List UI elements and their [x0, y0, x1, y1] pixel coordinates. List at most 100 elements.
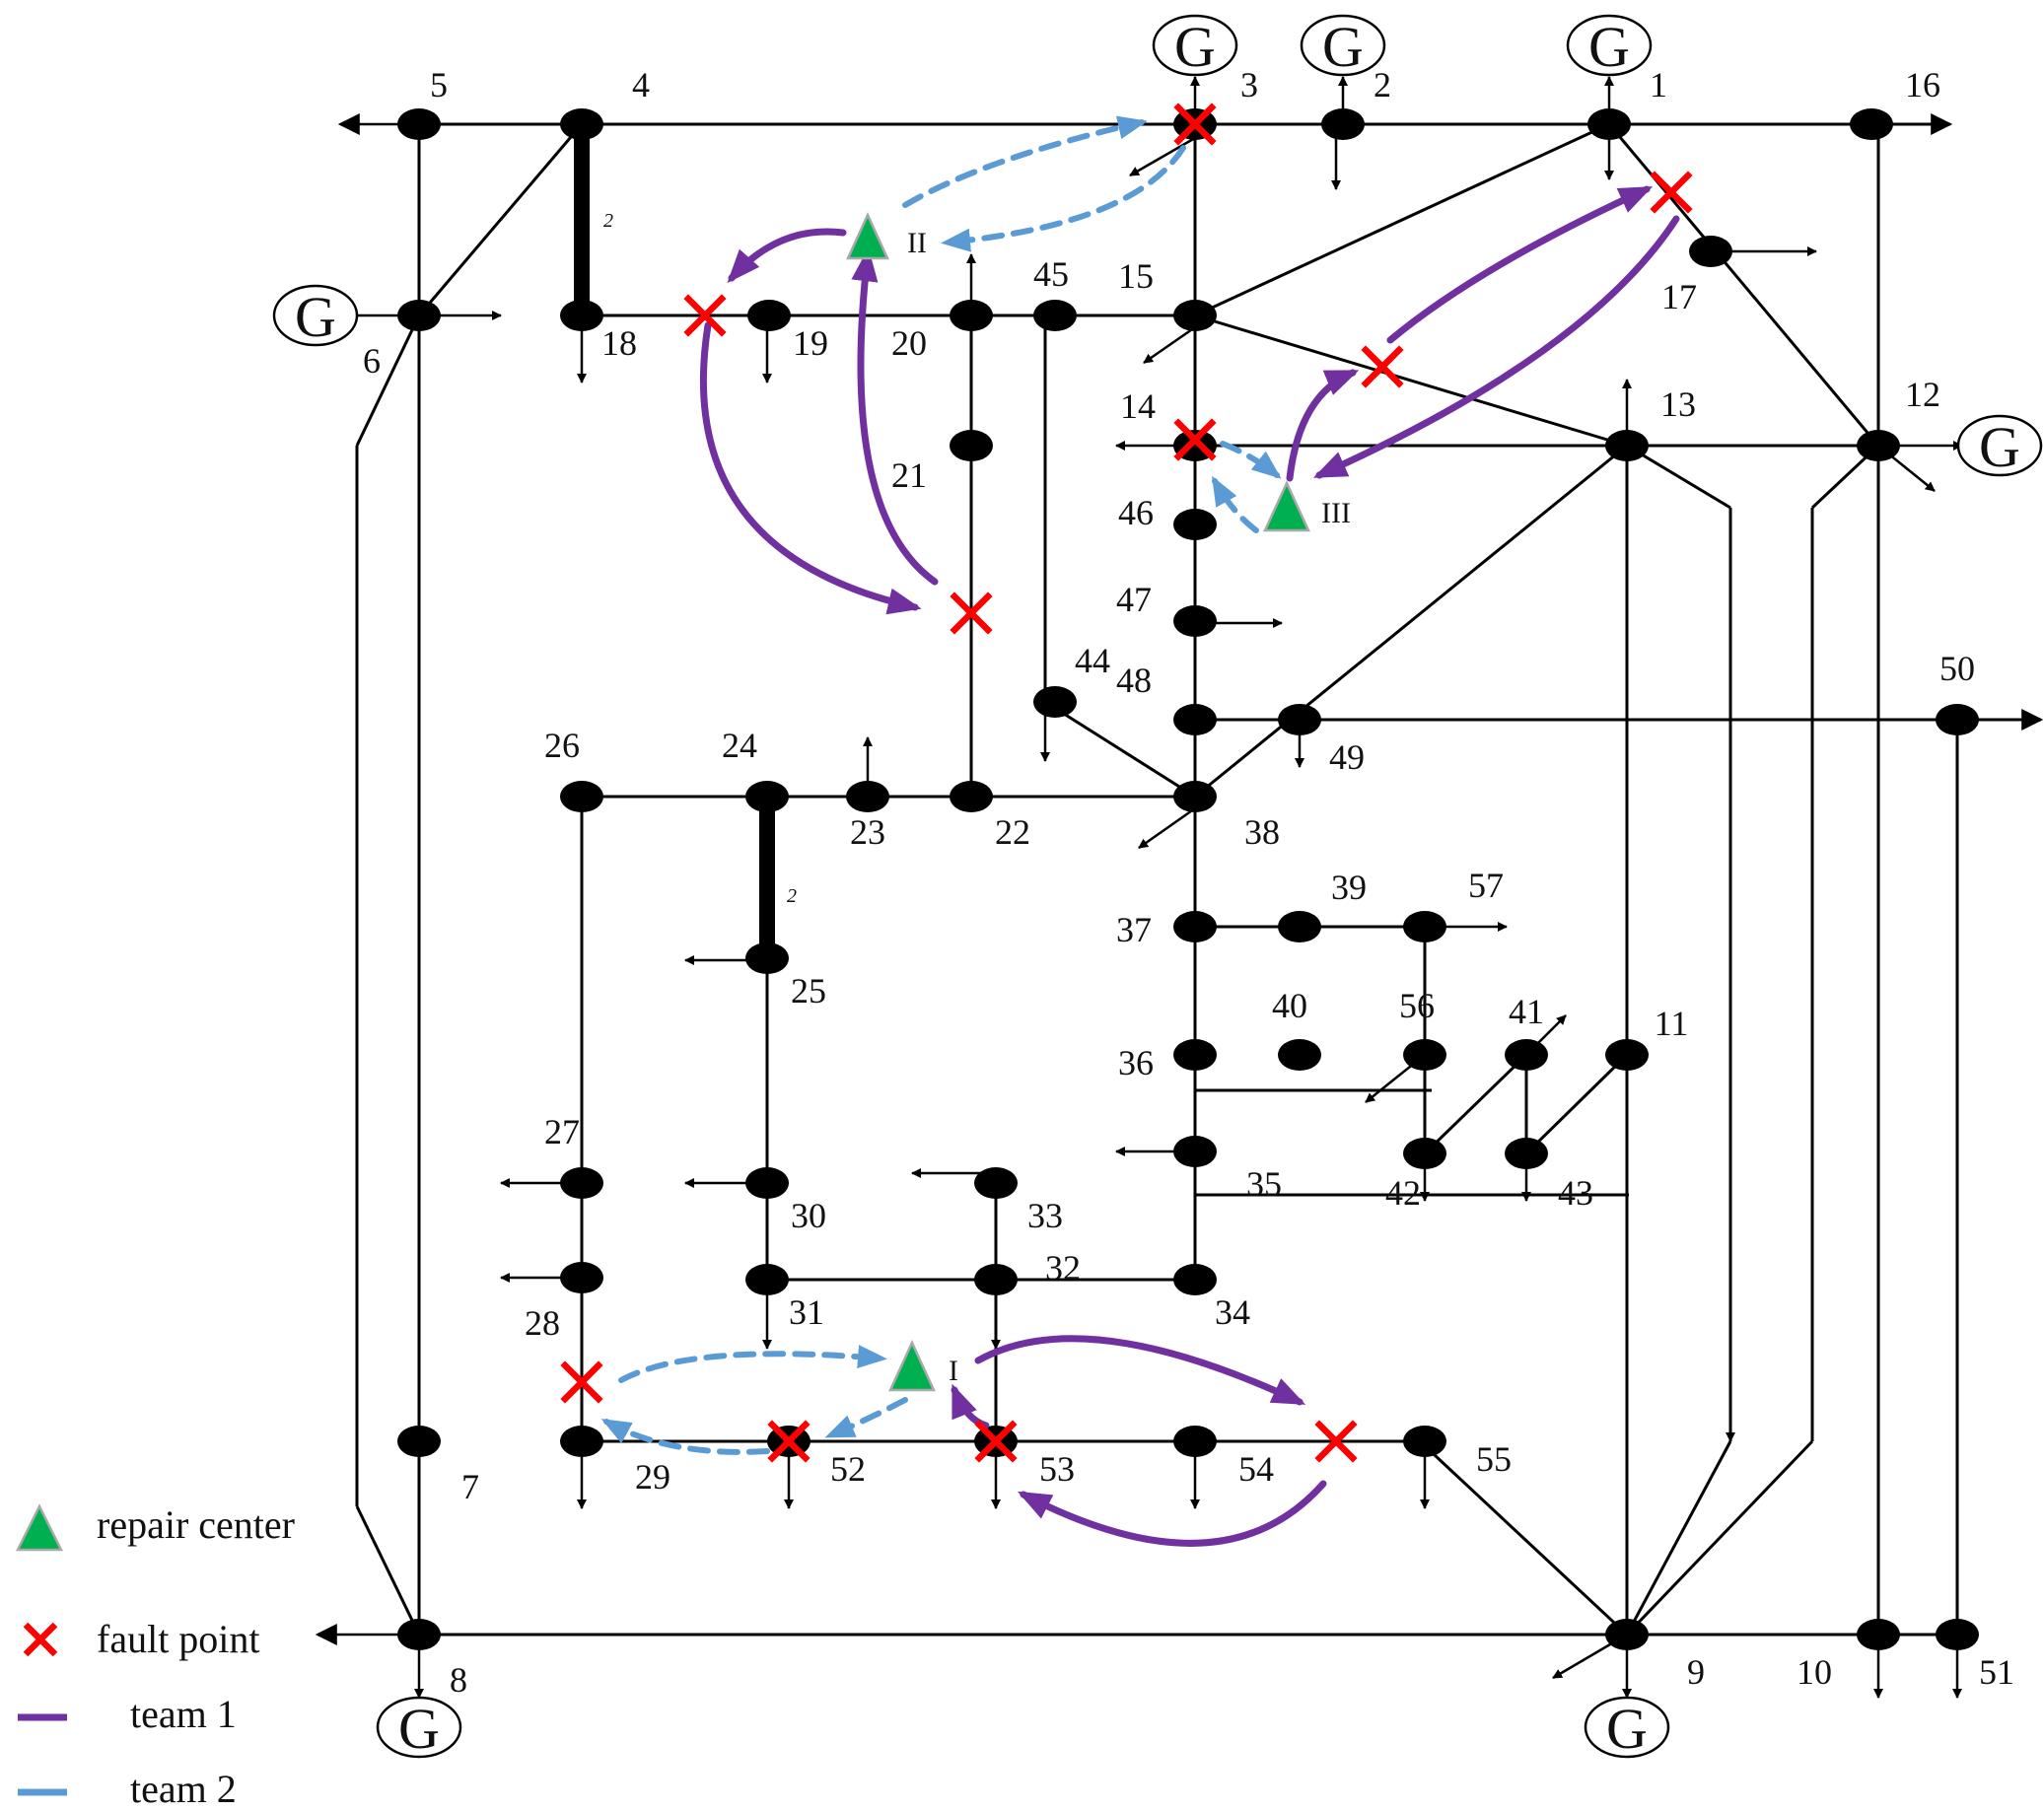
bus-label: 46: [1118, 493, 1154, 532]
legend-repair-center-label: repair center: [97, 1502, 295, 1547]
generator-icon: [376, 1696, 462, 1759]
bus-label: 54: [1238, 1449, 1274, 1489]
repair-center-icon: [1263, 479, 1310, 532]
bus-node: [1936, 704, 1979, 735]
repair-center-label: II: [907, 227, 927, 259]
bus-node: [560, 1167, 603, 1199]
bus-node: [397, 300, 441, 331]
bus-node: [1689, 236, 1732, 267]
bus-label: 17: [1661, 277, 1697, 316]
generator-icon: [1566, 14, 1653, 77]
fault-point-icon: [560, 1360, 603, 1404]
generator-icon: [1152, 14, 1238, 77]
bus-node: [1505, 1138, 1548, 1169]
bus-label: 12: [1905, 375, 1940, 414]
bus-label: 20: [891, 323, 927, 363]
bus-label: 11: [1655, 1004, 1689, 1043]
legend-fault-label: fault point: [97, 1617, 260, 1661]
bus-node: [1605, 430, 1649, 461]
bus-node: [1605, 1039, 1649, 1071]
legend: repair center fault point team 1 team 2: [15, 1502, 295, 1811]
transformer-label: 2: [603, 210, 613, 232]
bus-node: [560, 108, 603, 140]
bus-label: 18: [601, 323, 637, 363]
generator-icon: [1956, 414, 2043, 477]
bus-node: [747, 300, 791, 331]
bus-label: 28: [525, 1303, 560, 1343]
bus-node: [745, 1167, 789, 1199]
fault-point-icon: [974, 1420, 1018, 1463]
bus-node: [1173, 509, 1217, 540]
bus-node: [1321, 108, 1365, 140]
bus-node: [1605, 1619, 1649, 1650]
bus-label: 38: [1244, 812, 1280, 852]
bus-label: 43: [1558, 1173, 1593, 1213]
bus-node: [950, 781, 993, 812]
fault-point-icon: [1314, 1420, 1358, 1463]
bus-label: 55: [1476, 1439, 1512, 1479]
bus-label: 7: [461, 1467, 479, 1506]
bus-node: [1173, 911, 1217, 942]
bus-node: [1278, 911, 1321, 942]
bus-node: [560, 300, 603, 331]
bus-node: [950, 300, 993, 331]
bus-node: [1850, 108, 1893, 140]
bus-node: [397, 1619, 441, 1650]
transformer-label: 2: [787, 885, 797, 907]
bus-label: 36: [1118, 1043, 1154, 1082]
bus-node: [745, 781, 789, 812]
bus-node: [560, 781, 603, 812]
bus-node: [1403, 1039, 1446, 1071]
bus-label: 13: [1660, 384, 1696, 424]
bus-label: 32: [1045, 1248, 1081, 1288]
repair-center-label: I: [949, 1355, 958, 1387]
bus-label: 44: [1075, 641, 1110, 680]
bus-label: 40: [1272, 986, 1307, 1025]
bus-node: [1278, 1039, 1321, 1071]
bus-label: 48: [1116, 661, 1152, 700]
bus-label: 27: [544, 1112, 580, 1151]
bus-label: 15: [1118, 256, 1154, 296]
bus-label: 47: [1116, 580, 1152, 619]
bus-node: [1173, 1039, 1217, 1071]
bus-label: 19: [793, 323, 828, 363]
bus-node: [1033, 686, 1077, 718]
bus-node: [745, 1264, 789, 1295]
bus-label: 26: [544, 726, 580, 765]
bus-node: [1857, 430, 1900, 461]
repair-center-icon: [888, 1339, 936, 1392]
bus-node: [974, 1264, 1018, 1295]
bus-label: 10: [1797, 1652, 1832, 1692]
bus-label: 53: [1039, 1449, 1075, 1489]
bus-label: 52: [830, 1449, 866, 1489]
bus-label: 8: [450, 1660, 467, 1700]
generator-icon: [1300, 14, 1386, 77]
bus-node: [1278, 704, 1321, 735]
bus-label: 29: [635, 1457, 670, 1497]
bus-node: [1505, 1039, 1548, 1071]
bus-label: 34: [1215, 1292, 1250, 1332]
bus-node: [397, 1426, 441, 1457]
bus-label: 2: [1374, 65, 1391, 105]
team1-routes: [699, 185, 1680, 1547]
generator-icon: [1584, 1696, 1670, 1759]
bus-label: 30: [791, 1196, 826, 1235]
fault-point-icon: [1173, 103, 1217, 146]
generator-label: G: [1174, 15, 1216, 79]
bus-label: 37: [1116, 910, 1152, 949]
bus-label: 41: [1509, 992, 1544, 1031]
bus-node: [1403, 1426, 1446, 1457]
bus-label: 49: [1329, 737, 1365, 777]
generator-label: G: [1979, 415, 2020, 479]
fault-point-icon: [950, 592, 993, 635]
generator-label: G: [295, 285, 336, 349]
fault-point-icon: [767, 1420, 811, 1463]
generator-label: G: [1322, 15, 1364, 79]
generator-icon: [272, 284, 359, 347]
bus-label: 24: [722, 726, 757, 765]
bus-label: 39: [1331, 868, 1367, 907]
bus-label: 51: [1979, 1652, 2014, 1692]
bus-label: 5: [430, 65, 448, 105]
bus-node: [1173, 300, 1217, 331]
